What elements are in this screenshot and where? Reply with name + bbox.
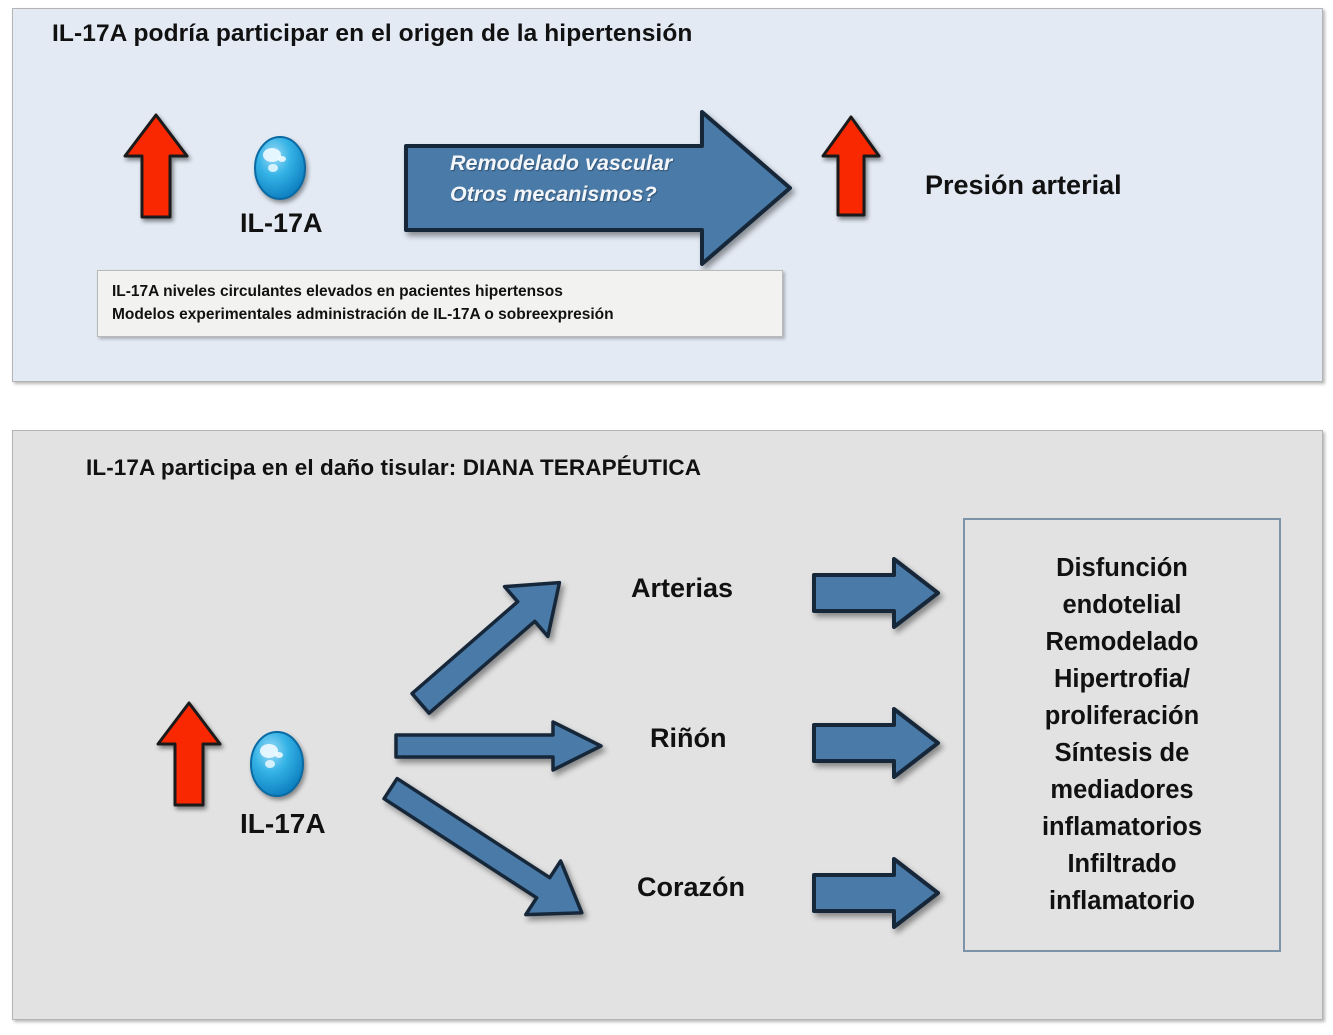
evidence-caption-box: IL-17A niveles circulantes elevados en p… xyxy=(97,270,783,337)
presion-arterial-label: Presión arterial xyxy=(925,170,1122,200)
molecule-label-top: IL-17A xyxy=(240,208,323,238)
outcome-line: proliferación xyxy=(1044,702,1200,730)
panel-tissue-damage xyxy=(12,430,1323,1020)
outcome-line: Síntesis de xyxy=(1054,739,1190,767)
organ-label-arterias: Arterias xyxy=(631,573,734,603)
blue-right-arrow-icon-arterias xyxy=(810,555,942,631)
outcome-line: Infiltrado xyxy=(1067,850,1177,878)
outcome-line: Disfunción xyxy=(1056,554,1188,582)
red-up-arrow-icon-bottom xyxy=(155,700,223,808)
blue-sphere-icon xyxy=(252,135,308,201)
outcome-line: endotelial xyxy=(1062,591,1182,619)
outcome-line: Hipertrofia/ xyxy=(1053,665,1191,693)
outcome-line: mediadores xyxy=(1050,776,1194,804)
blue-sphere-icon-bottom xyxy=(248,730,306,798)
caption-line-2: Modelos experimentales administración de… xyxy=(112,306,614,323)
blue-arrow-down-right-icon xyxy=(355,768,610,928)
blue-right-arrow-icon-rinon xyxy=(810,705,942,781)
big-arrow-text-line1: Remodelado vascular xyxy=(450,151,673,175)
blue-arrow-up-right-icon xyxy=(390,558,590,728)
organ-label-corazon: Corazón xyxy=(637,872,745,902)
outcomes-box: Disfunción endotelial Remodelado Hipertr… xyxy=(963,518,1281,952)
outcome-line: inflamatorio xyxy=(1049,887,1195,915)
molecule-label-bottom: IL-17A xyxy=(240,808,326,839)
panel-bottom-title: IL-17A participa en el daño tisular: DIA… xyxy=(86,455,702,480)
organ-label-rinon: Riñón xyxy=(650,723,727,753)
red-up-arrow-icon-outcome xyxy=(820,114,882,218)
blue-right-arrow-icon xyxy=(402,108,794,268)
caption-line-1: IL-17A niveles circulantes elevados en p… xyxy=(112,283,563,300)
big-arrow-text-line2: Otros mecanismos? xyxy=(450,182,657,206)
big-arrow-text: Remodelado vascular Otros mecanismos? xyxy=(450,148,672,210)
outcome-line: Remodelado xyxy=(1045,628,1199,656)
panel-top-title: IL-17A podría participar en el origen de… xyxy=(52,20,693,47)
red-up-arrow-icon xyxy=(122,112,190,220)
blue-arrow-right-icon xyxy=(393,718,605,774)
blue-right-arrow-icon-corazon xyxy=(810,855,942,931)
outcome-line: inflamatorios xyxy=(1041,813,1203,841)
